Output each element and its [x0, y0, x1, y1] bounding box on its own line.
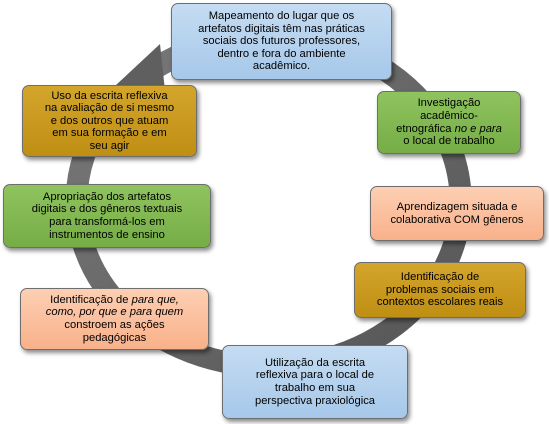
box-identificacao-problemas-text: Identificação de problemas sociais em co… — [376, 271, 504, 309]
box-apropriacao-text: Apropriação dos artefatos digitais e dos… — [31, 190, 183, 241]
box-identificacao-problemas: Identificação de problemas sociais em co… — [354, 262, 526, 318]
box-aprendizagem-text: Aprendizagem situada e colaborativa COM … — [390, 200, 524, 226]
box-mapeamento: Mapeamento do lugar que os artefatos dig… — [171, 3, 392, 80]
box-identificacao-para-que: Identificação de para que, como, por que… — [20, 288, 209, 350]
box-investigacao: Investigação acadêmico- etnográfica no e… — [377, 91, 521, 154]
box-identificacao-para-que-text: Identificação de para que, como, por que… — [45, 293, 184, 344]
box-apropriacao: Apropriação dos artefatos digitais e dos… — [3, 184, 211, 248]
box-mapeamento-text: Mapeamento do lugar que os artefatos dig… — [198, 10, 365, 73]
box-uso-escrita: Uso da escrita reflexiva na avaliação de… — [22, 85, 197, 157]
box-aprendizagem: Aprendizagem situada e colaborativa COM … — [370, 186, 544, 241]
box-utilizacao: Utilização da escrita reflexiva para o l… — [222, 345, 408, 419]
box-uso-escrita-text: Uso da escrita reflexiva na avaliação de… — [44, 89, 175, 152]
box-utilizacao-text: Utilização da escrita reflexiva para o l… — [254, 356, 376, 407]
box-investigacao-text: Investigação acadêmico- etnográfica no e… — [396, 97, 502, 148]
